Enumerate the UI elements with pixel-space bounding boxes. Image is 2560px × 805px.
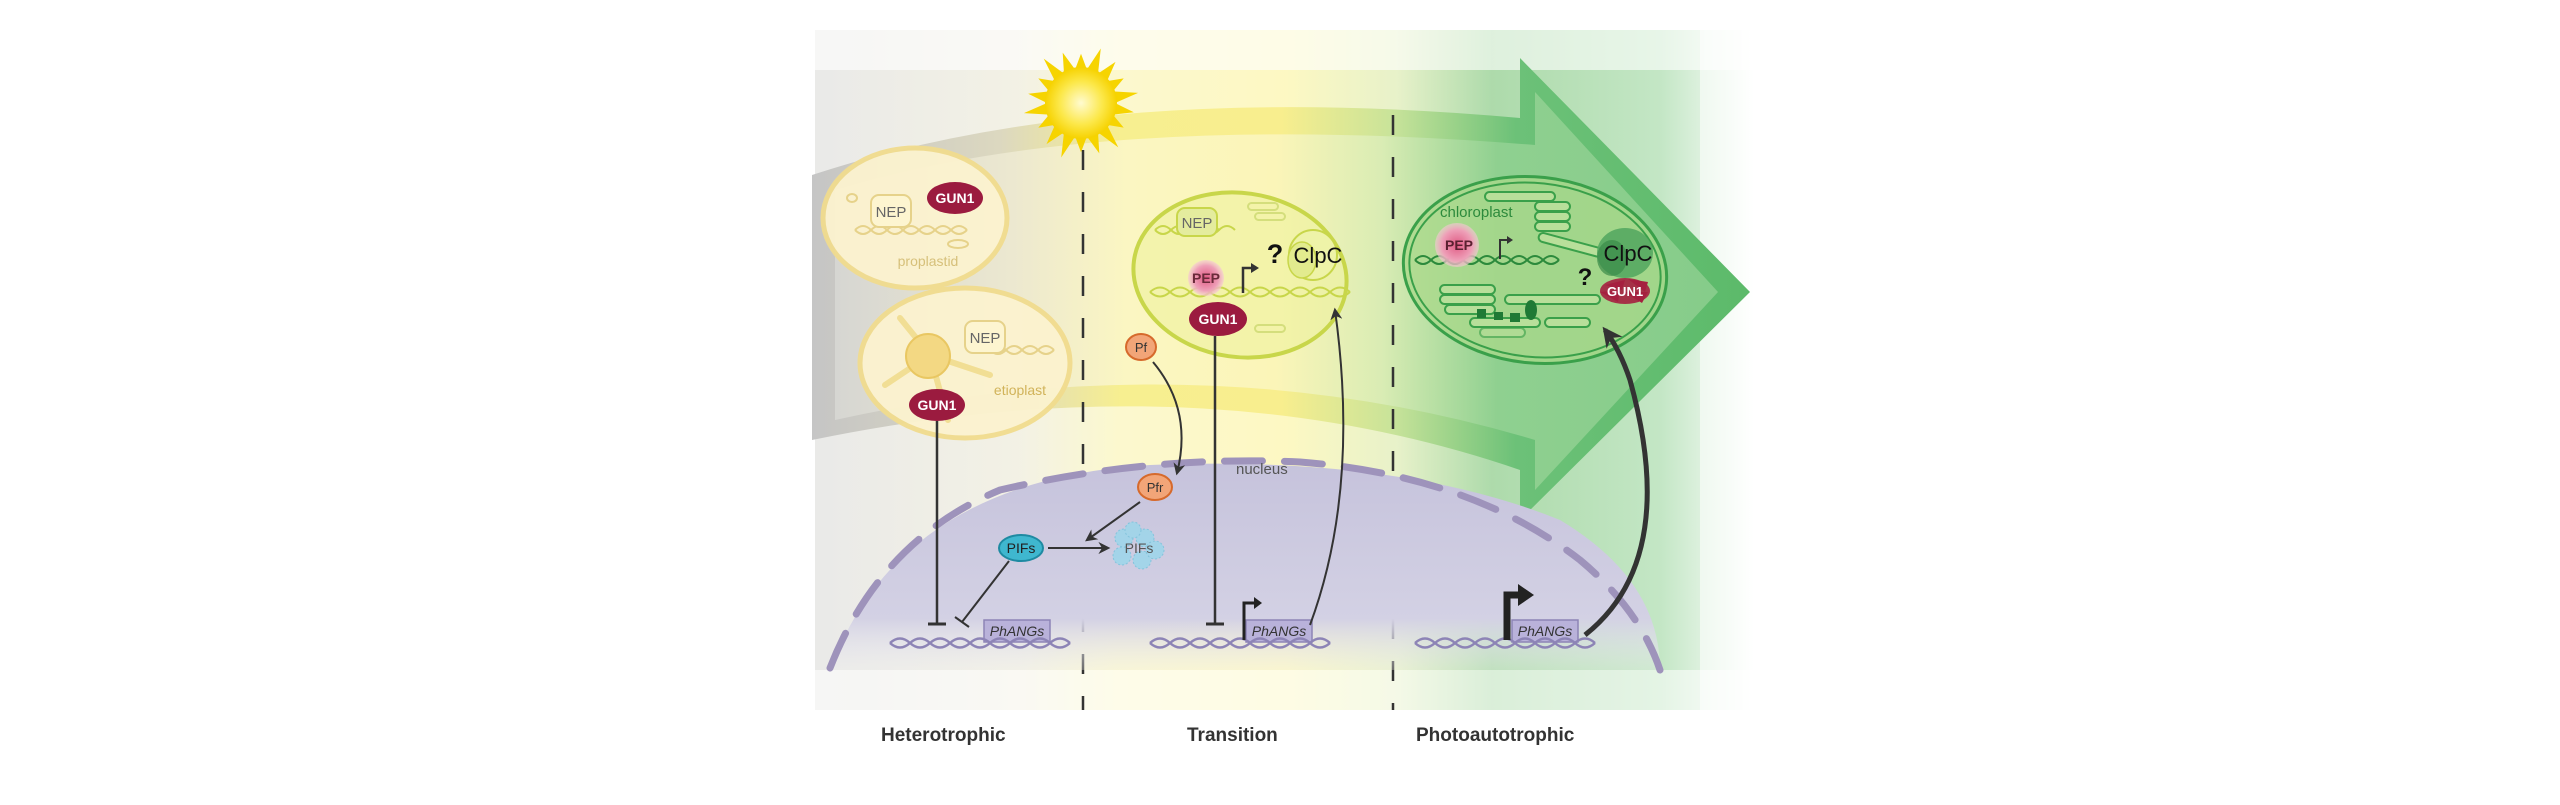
sun-icon [1023, 48, 1139, 158]
svg-text:PIFs: PIFs [1007, 540, 1036, 556]
phangs-gene-2: PhANGs [1149, 597, 1331, 649]
svg-text:PEP: PEP [1192, 270, 1220, 286]
gun1-degraded [1600, 278, 1650, 304]
nep-box [870, 194, 912, 228]
phangs-to-chloroplast-arrow [1583, 326, 1650, 637]
pifs-badge [998, 534, 1044, 562]
nucleus: nucleus [826, 457, 1664, 674]
svg-text:GUN1: GUN1 [918, 397, 957, 413]
svg-text:ClpC: ClpC [1294, 243, 1343, 268]
gun1-badge [909, 389, 965, 421]
gun1-badge [1189, 302, 1247, 336]
thylakoid-stacks [1439, 191, 1603, 338]
svg-text:?: ? [1267, 239, 1284, 269]
nucleus-label: nucleus [1236, 461, 1288, 478]
svg-text:ClpC: ClpC [1604, 241, 1653, 266]
phangs-to-plastid-arrow [1309, 307, 1345, 626]
pf-to-pfr-arrow [1152, 361, 1186, 476]
pifs-repress-line [961, 560, 1010, 623]
pfr-badge [1137, 473, 1173, 501]
proplastid-label: proplastid [898, 253, 959, 269]
pfr-to-pifs-arrow [1085, 501, 1141, 542]
transcription-start-icon [1241, 266, 1253, 293]
pep-complex [1188, 260, 1224, 296]
svg-text:GUN1: GUN1 [1607, 284, 1643, 299]
svg-text:PIFs: PIFs [1125, 540, 1154, 556]
phangs-gene-3: PhANGs [1414, 584, 1596, 649]
pifs-degraded [1112, 521, 1165, 570]
gun1-badge [927, 182, 983, 214]
stage-label-transition: Transition [1187, 725, 1278, 746]
etioplast: NEP GUN1 etioplast [857, 285, 1073, 441]
stage-label-photoautotrophic: Photoautotrophic [1416, 725, 1575, 746]
transition-plastid: NEP PEP ? ClpC GUN1 [1131, 190, 1351, 360]
chloroplast: chloroplast PEP ClpC ? GUN1 [1401, 174, 1669, 366]
svg-text:PhANGs: PhANGs [1252, 623, 1306, 639]
proplastid: NEP GUN1 proplastid [820, 145, 1010, 291]
svg-text:PhANGs: PhANGs [1518, 623, 1572, 639]
transcription-start-icon [1242, 601, 1256, 640]
svg-text:NEP: NEP [1182, 215, 1213, 232]
svg-text:Pf: Pf [1135, 340, 1148, 355]
transcription-start-icon [1499, 239, 1508, 259]
prolamellar-body [905, 333, 951, 379]
svg-text:Pfr: Pfr [1147, 480, 1164, 495]
photosystem-complexes [1477, 300, 1537, 322]
svg-text:GUN1: GUN1 [1199, 311, 1238, 327]
svg-text:GUN1: GUN1 [936, 190, 975, 206]
svg-text:PhANGs: PhANGs [990, 623, 1044, 639]
chloroplast-label: chloroplast [1440, 204, 1513, 221]
svg-text:PEP: PEP [1445, 237, 1473, 253]
phangs-gene-1: PhANGs [889, 619, 1071, 649]
transcription-start-icon-strong [1503, 591, 1522, 640]
svg-text:?: ? [1578, 264, 1593, 291]
pep-complex [1435, 223, 1479, 267]
pf-badge [1125, 333, 1157, 361]
etioplast-label: etioplast [994, 382, 1046, 398]
stage-label-heterotrophic: Heterotrophic [881, 725, 1006, 746]
svg-text:NEP: NEP [876, 204, 907, 221]
nep-box [964, 320, 1006, 354]
svg-text:NEP: NEP [970, 330, 1001, 347]
nep-box [1176, 207, 1218, 237]
